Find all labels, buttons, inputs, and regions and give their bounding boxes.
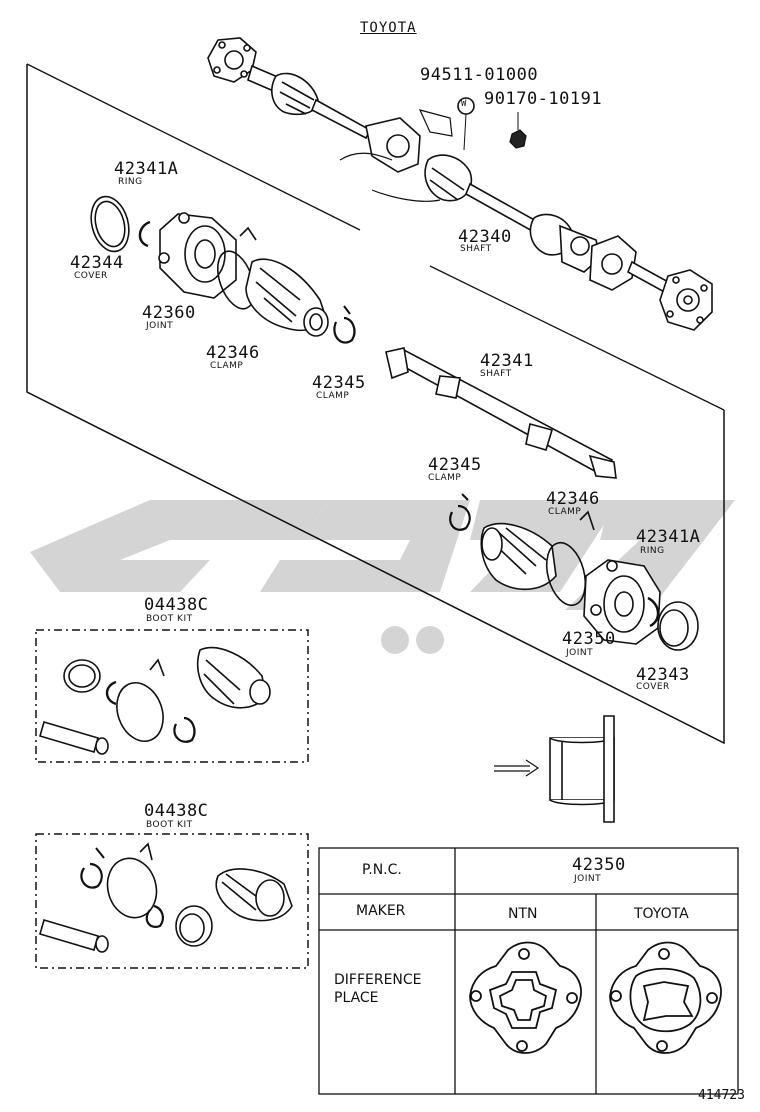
shaft-42341 bbox=[385, 347, 617, 479]
part-number[interactable]: 42340 bbox=[458, 227, 512, 247]
boot-kit-description: BOOT KIT bbox=[146, 614, 193, 624]
part-description: JOINT bbox=[146, 321, 174, 331]
spec-table-grid bbox=[318, 847, 739, 1095]
part-description: RING bbox=[640, 546, 665, 556]
boot-kit-number[interactable]: 04438C bbox=[144, 801, 209, 821]
part-description: COVER bbox=[636, 682, 670, 692]
part-description: COVER bbox=[74, 271, 108, 281]
joint-42350 bbox=[583, 559, 661, 645]
part-description: JOINT bbox=[566, 648, 594, 658]
washer-94511 bbox=[457, 97, 475, 151]
part-description: SHAFT bbox=[480, 369, 512, 379]
part-number[interactable]: 42341 bbox=[480, 351, 534, 371]
table-maker-toyota: TOYOTA bbox=[634, 906, 689, 922]
ntn-joint-illustration bbox=[469, 941, 582, 1054]
part-number[interactable]: 42350 bbox=[562, 629, 616, 649]
table-difference-label: DIFFERENCE bbox=[334, 972, 422, 988]
toyota-joint-illustration bbox=[609, 941, 722, 1054]
shaft-assembly-42340 bbox=[207, 37, 713, 331]
part-description: SHAFT bbox=[460, 244, 492, 254]
part-number[interactable]: 42346 bbox=[206, 343, 260, 363]
clamp-42346-right bbox=[545, 541, 587, 607]
table-place-label: PLACE bbox=[334, 990, 379, 1006]
diagram-id: 414723 bbox=[698, 1088, 745, 1103]
part-number[interactable]: 42345 bbox=[428, 455, 482, 475]
part-description: CLAMP bbox=[428, 473, 462, 483]
part-number[interactable]: 42346 bbox=[546, 489, 600, 509]
boot-kit-description: BOOT KIT bbox=[146, 820, 193, 830]
part-description: RING bbox=[118, 177, 143, 187]
ring-42341a-right bbox=[647, 596, 660, 628]
table-maker-ntn: NTN bbox=[508, 906, 538, 922]
part-description: CLAMP bbox=[548, 507, 582, 517]
table-pnc-label: P.N.C. bbox=[362, 862, 402, 878]
part-number[interactable]: 42341A bbox=[114, 159, 179, 179]
part-number[interactable]: 42360 bbox=[142, 303, 196, 323]
clamp-42345-left bbox=[333, 316, 356, 344]
boot-left bbox=[245, 258, 329, 337]
part-number[interactable]: 42344 bbox=[70, 253, 124, 273]
part-number[interactable]: 94511-01000 bbox=[420, 65, 539, 85]
table-maker-label: MAKER bbox=[356, 903, 406, 919]
part-number[interactable]: 42343 bbox=[636, 665, 690, 685]
boot-kit-number[interactable]: 04438C bbox=[144, 595, 209, 615]
boot-detail-sleeve bbox=[549, 715, 615, 823]
brand-title: TOYOTA bbox=[360, 20, 417, 36]
cover-42343 bbox=[657, 601, 699, 651]
part-number[interactable]: 42345 bbox=[312, 373, 366, 393]
frame-outline bbox=[26, 64, 725, 745]
part-description: CLAMP bbox=[210, 361, 244, 371]
part-description: CLAMP bbox=[316, 391, 350, 401]
boot-kit-2-box bbox=[35, 833, 309, 969]
nut-90170 bbox=[509, 112, 527, 149]
arrow-right-icon bbox=[494, 759, 540, 777]
ring-42341a-left bbox=[138, 220, 151, 248]
joint-42360 bbox=[158, 212, 237, 299]
table-pnc-description: JOINT bbox=[574, 874, 602, 884]
part-number[interactable]: 90170-10191 bbox=[484, 89, 603, 109]
boot-kit-1-box bbox=[35, 629, 309, 763]
boot-right bbox=[480, 522, 557, 590]
clamp-42345-right bbox=[449, 504, 471, 531]
part-number[interactable]: 42341A bbox=[636, 527, 701, 547]
table-pnc-number: 42350 bbox=[572, 855, 626, 875]
washer-marker: W bbox=[461, 99, 467, 109]
